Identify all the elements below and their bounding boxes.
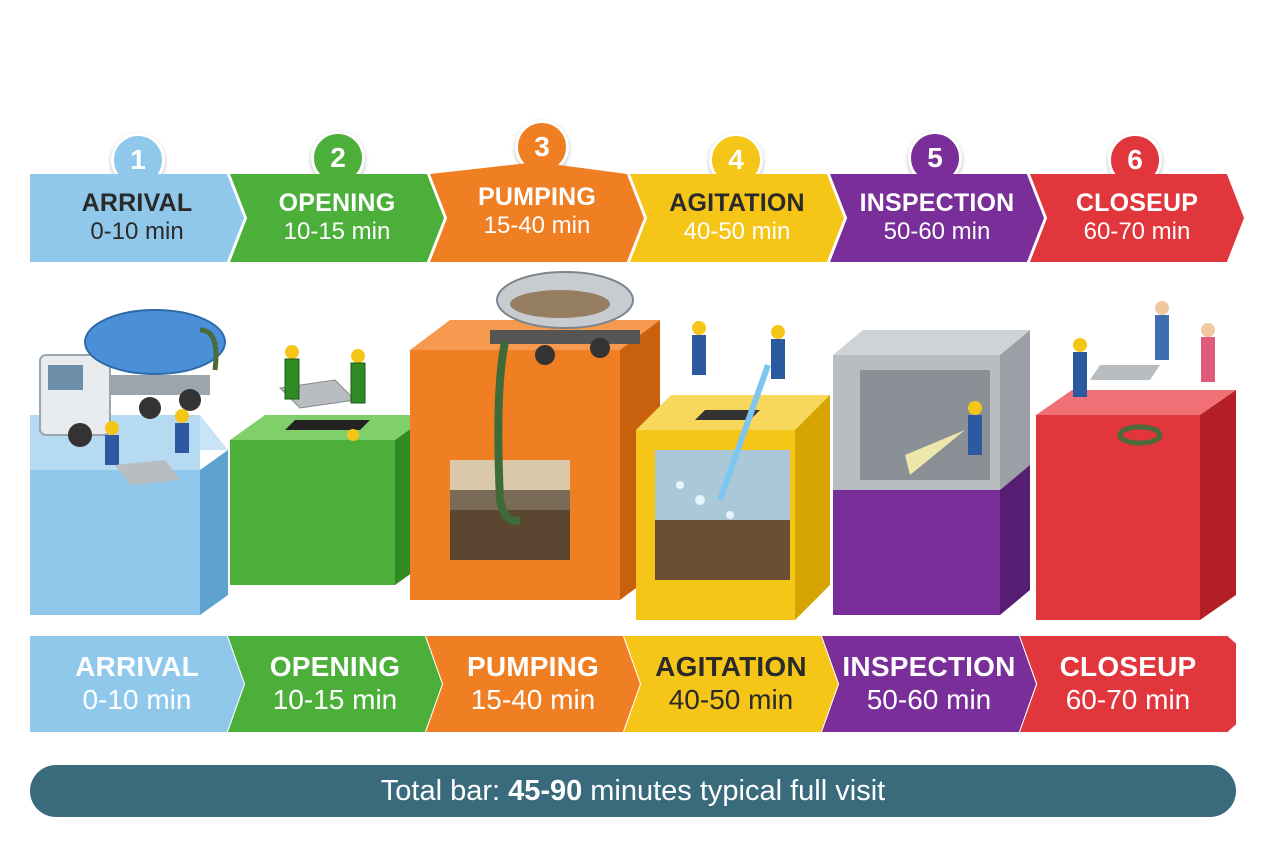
step-time: 0-10 min <box>90 218 184 245</box>
flashlight-inspection-icon <box>905 401 982 475</box>
process-illustration <box>30 271 1236 620</box>
total-bar-prefix: Total bar: <box>380 774 501 807</box>
block-inspection <box>833 330 1030 615</box>
top-chevron-opening: OPENING 10-15 min <box>230 174 444 262</box>
bottom-chevron-agitation: AGITATION 40-50 min <box>624 636 838 732</box>
opening-workers <box>278 345 366 441</box>
step-time: 40-50 min <box>683 218 791 245</box>
block-closeup <box>1036 365 1236 620</box>
handshake-icon <box>1073 301 1215 446</box>
top-chevron-pumping: PUMPING 15-40 min <box>430 162 644 262</box>
step-time: 0-10 min <box>82 684 192 715</box>
step-name: INSPECTION <box>859 189 1015 217</box>
total-bar-suffix: minutes typical full visit <box>590 774 886 807</box>
step-name: PUMPING <box>466 651 600 682</box>
block-arrival <box>30 415 228 615</box>
block-pumping <box>410 320 660 600</box>
water-jet-icon <box>676 321 785 519</box>
vacuum-truck-icon <box>39 309 226 447</box>
top-chevron-arrival: ARRIVAL 0-10 min <box>30 174 244 262</box>
top-chevron-inspection: INSPECTION 50-60 min <box>830 174 1044 262</box>
step-name: OPENING <box>278 189 396 217</box>
bottom-chevron-inspection: INSPECTION 50-60 min <box>822 636 1036 732</box>
step-name: ARRIVAL <box>75 651 199 682</box>
top-chevron-closeup: CLOSEUP 60-70 min <box>1030 174 1244 262</box>
bottom-chevron-arrival: ARRIVAL 0-10 min <box>30 636 244 732</box>
bottom-chevron-opening: OPENING 10-15 min <box>228 636 442 732</box>
step-time: 60-70 min <box>1065 684 1191 715</box>
step-time: 60-70 min <box>1083 218 1191 245</box>
step-time: 15-40 min <box>470 684 596 715</box>
total-bar-highlight: 45-90 <box>508 774 583 807</box>
step-name: PUMPING <box>477 183 597 211</box>
step-time: 40-50 min <box>668 684 794 715</box>
step-time: 10-15 min <box>283 218 391 245</box>
step-time: 50-60 min <box>883 218 991 245</box>
step-name: AGITATION <box>655 651 807 682</box>
top-chevron-agitation: AGITATION 40-50 min <box>630 174 844 262</box>
total-time-bar: Total bar: 45-90 minutes typical full vi… <box>30 765 1236 817</box>
block-agitation <box>636 395 830 620</box>
tanker-pump-icon <box>490 271 640 525</box>
step-name: CLOSEUP <box>1059 651 1197 682</box>
block-opening <box>230 415 430 585</box>
step-time: 15-40 min <box>483 212 591 239</box>
step-name: AGITATION <box>669 189 805 217</box>
bottom-chevron-closeup: CLOSEUP 60-70 min <box>1020 636 1236 732</box>
step-name: INSPECTION <box>842 651 1016 682</box>
step-time: 50-60 min <box>866 684 992 715</box>
step-name: OPENING <box>269 651 401 682</box>
step-name: ARRIVAL <box>81 189 193 217</box>
bottom-chevron-pumping: PUMPING 15-40 min <box>426 636 640 732</box>
step-name: CLOSEUP <box>1075 189 1199 217</box>
step-time: 10-15 min <box>272 684 398 715</box>
manhole-worker-icon <box>105 409 189 485</box>
